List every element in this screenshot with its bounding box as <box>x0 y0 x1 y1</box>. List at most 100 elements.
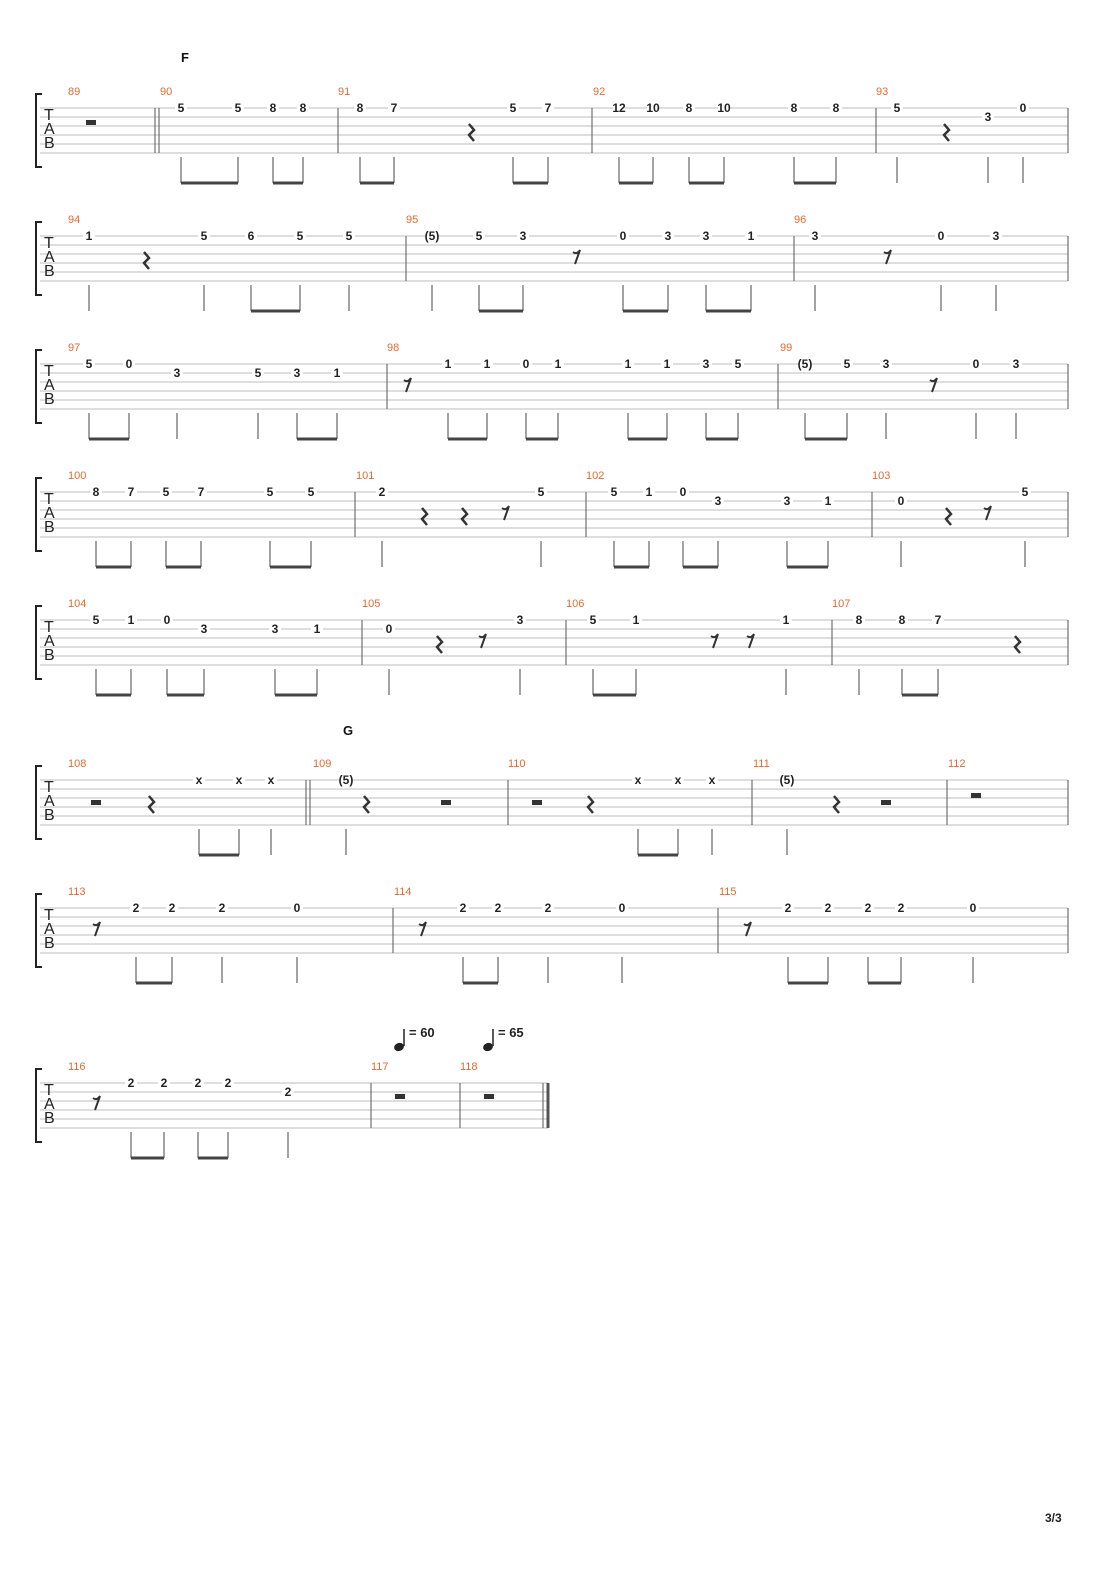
fret-bg <box>125 614 137 626</box>
fret-number: 5 <box>346 229 353 243</box>
fret-number: 5 <box>590 613 597 627</box>
fret-bg <box>1019 486 1031 498</box>
tab-clef-letter: T <box>44 363 54 380</box>
staff-bracket <box>35 605 42 680</box>
fret-number: 5 <box>267 485 274 499</box>
fret-bg <box>677 486 689 498</box>
fret-number: 2 <box>545 901 552 915</box>
tempo-mark: = 60 <box>409 1025 435 1040</box>
quarter-rest <box>944 507 953 526</box>
tab-clef-letter: A <box>44 249 55 266</box>
fret-bg <box>799 358 811 370</box>
fret-bg <box>233 774 245 786</box>
fret-number: 8 <box>899 613 906 627</box>
eighth-rest <box>501 505 510 521</box>
fret-number: (5) <box>425 229 440 243</box>
fret-number: 3 <box>883 357 890 371</box>
tab-clef-letter: A <box>44 121 55 138</box>
fret-number: 0 <box>386 622 393 636</box>
measure-number: 90 <box>160 86 172 98</box>
fret-number: 2 <box>219 901 226 915</box>
fret-bg <box>193 774 205 786</box>
staff-bracket <box>35 477 42 552</box>
fret-number: (5) <box>339 773 354 787</box>
quarter-rest <box>1013 635 1022 654</box>
fret-number: 12 <box>612 101 626 115</box>
measure-number: 96 <box>794 214 806 226</box>
tab-clef-letter: B <box>44 935 55 952</box>
fret-number: 5 <box>510 101 517 115</box>
fret-bg <box>245 230 257 242</box>
fret-bg <box>514 614 526 626</box>
quarter-rest <box>435 635 444 654</box>
tab-clef-letter: B <box>44 1110 55 1127</box>
fret-number: 3 <box>665 229 672 243</box>
fret-bg <box>896 614 908 626</box>
fret-bg <box>662 230 674 242</box>
fret-bg <box>712 495 724 507</box>
fret-bg <box>222 1077 234 1089</box>
fret-bg <box>216 902 228 914</box>
fret-number: 2 <box>460 901 467 915</box>
eighth-rest <box>710 633 719 649</box>
staff-bracket <box>35 893 42 968</box>
fret-number: 0 <box>898 494 905 508</box>
fret-number: 8 <box>270 101 277 115</box>
fret-number: 2 <box>161 1076 168 1090</box>
fret-number: 5 <box>308 485 315 499</box>
fret-bg <box>542 902 554 914</box>
fret-bg <box>1017 102 1029 114</box>
half-rest <box>971 793 981 798</box>
quarter-rest <box>147 795 156 814</box>
fret-number: 3 <box>703 357 710 371</box>
fret-bg <box>542 102 554 114</box>
fret-number: 2 <box>785 901 792 915</box>
fret-number: 2 <box>898 901 905 915</box>
fret-bg <box>982 111 994 123</box>
fret-bg <box>426 230 438 242</box>
fret-number: 5 <box>163 485 170 499</box>
measure-number: 92 <box>593 86 605 98</box>
fret-bg <box>161 614 173 626</box>
fret-bg <box>130 902 142 914</box>
fret-number: 8 <box>357 101 364 115</box>
quarter-note-icon <box>394 1042 404 1052</box>
fret-bg <box>354 102 366 114</box>
fret-bg <box>622 358 634 370</box>
quarter-rest <box>420 507 429 526</box>
fret-bg <box>895 495 907 507</box>
fret-bg <box>616 902 628 914</box>
quarter-rest <box>942 123 951 142</box>
fret-bg <box>158 1077 170 1089</box>
tab-clef-letter: B <box>44 519 55 536</box>
fret-bg <box>383 623 395 635</box>
tempo-mark: = 65 <box>498 1025 524 1040</box>
fret-number: 5 <box>476 229 483 243</box>
tab-clef-letter: B <box>44 391 55 408</box>
tab-clef-letter: B <box>44 647 55 664</box>
fret-number: 2 <box>128 1076 135 1090</box>
fret-bg <box>781 495 793 507</box>
fret-bg <box>232 102 244 114</box>
page-number: 3/3 <box>1045 1511 1062 1525</box>
fret-bg <box>388 102 400 114</box>
eighth-rest <box>929 377 938 393</box>
fret-number: 2 <box>495 901 502 915</box>
tab-clef-letter: T <box>44 779 54 796</box>
tab-clef-letter: A <box>44 505 55 522</box>
fret-bg <box>442 358 454 370</box>
fret-number: 5 <box>178 101 185 115</box>
eighth-rest <box>92 921 101 937</box>
measure-number: 114 <box>394 886 412 898</box>
fret-bg <box>265 774 277 786</box>
fret-number: 0 <box>970 901 977 915</box>
fret-number: 0 <box>680 485 687 499</box>
fret-bg <box>83 358 95 370</box>
half-rest <box>532 800 542 805</box>
measure-number: 97 <box>68 342 80 354</box>
